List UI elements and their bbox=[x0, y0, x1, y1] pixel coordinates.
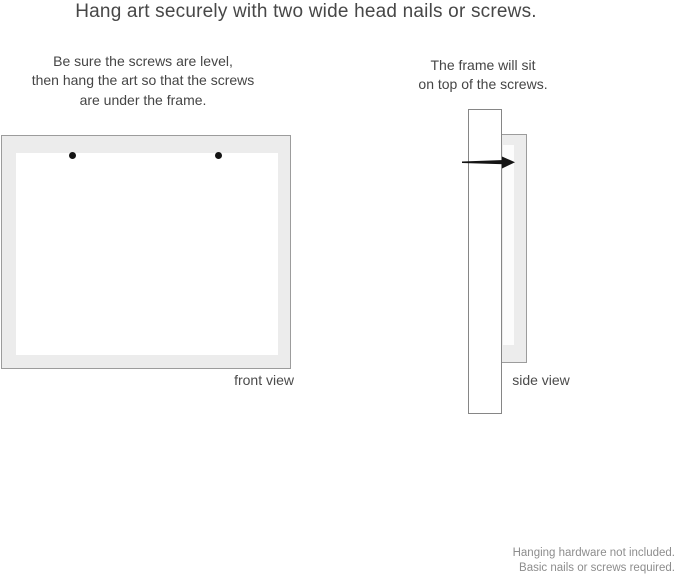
side-view-label: side view bbox=[512, 372, 570, 388]
instruction-line: on top of the screws. bbox=[418, 76, 548, 93]
nail-head-right-icon bbox=[215, 152, 222, 159]
instruction-line: The frame will sit bbox=[430, 57, 536, 73]
instruction-line: then hang the art so that the screws bbox=[31, 72, 255, 89]
nail-side-icon bbox=[462, 156, 515, 169]
side-view-instructions: The frame will sit on top of the screws. bbox=[383, 56, 583, 95]
footnote-line: Hanging hardware not included. bbox=[512, 547, 675, 559]
frame-mat-area bbox=[16, 153, 278, 355]
instruction-line: Be sure the screws are level, bbox=[53, 53, 233, 69]
front-view-label: front view bbox=[234, 372, 294, 388]
frame-side-inner-edge bbox=[503, 145, 514, 345]
wall-side-view bbox=[468, 109, 502, 414]
footnote-line: Basic nails or screws required. bbox=[519, 562, 675, 574]
nail-head-left-icon bbox=[69, 152, 76, 159]
front-view-instructions: Be sure the screws are level, then hang … bbox=[23, 52, 263, 110]
page-title: Hang art securely with two wide head nai… bbox=[75, 1, 537, 22]
instruction-line: are under the frame. bbox=[79, 91, 207, 108]
hardware-footnote: Hanging hardware not included. Basic nai… bbox=[379, 546, 675, 576]
